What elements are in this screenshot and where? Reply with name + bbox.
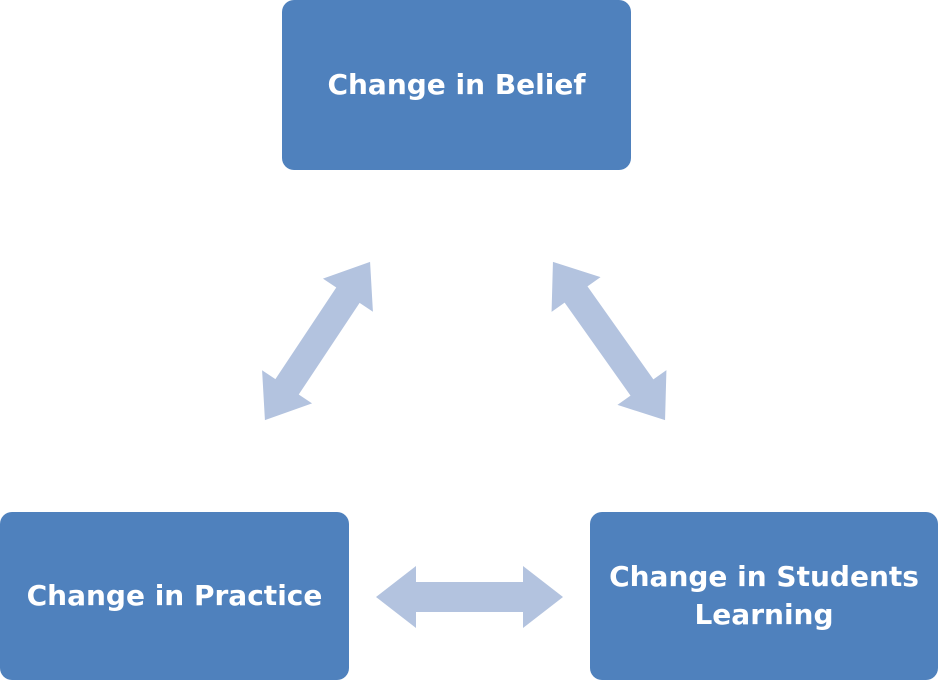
arrow-practice-learning — [376, 566, 563, 628]
node-change-in-students-learning: Change in Students Learning — [590, 512, 938, 680]
node-label: Change in Belief — [327, 68, 586, 101]
arrow-practice-belief — [262, 261, 373, 421]
node-change-in-practice: Change in Practice — [0, 512, 349, 680]
node-label: Change in Practice — [26, 579, 323, 612]
arrow-belief-learning — [551, 261, 667, 421]
node-change-in-belief: Change in Belief — [282, 0, 631, 170]
node-label: Change in Students Learning — [609, 560, 919, 631]
